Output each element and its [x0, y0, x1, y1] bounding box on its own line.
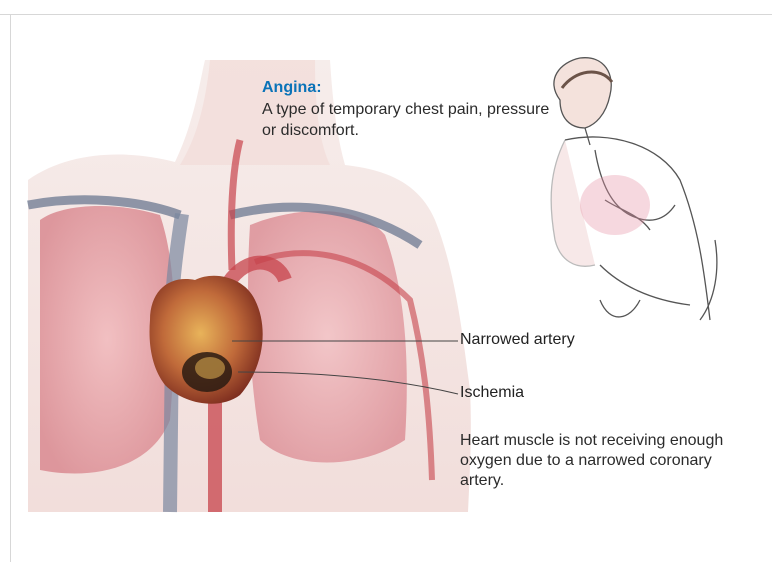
ischemia-highlight — [195, 357, 225, 379]
right-lung — [248, 211, 407, 462]
angina-description: A type of temporary chest pain, pressure… — [262, 99, 552, 141]
narrowed-artery-label: Narrowed artery — [460, 331, 575, 349]
ischemia-note: Heart muscle is not receiving enough oxy… — [460, 431, 760, 491]
man-chest-redness — [580, 175, 650, 235]
angina-title: Angina: — [262, 79, 322, 97]
ischemia-label: Ischemia — [460, 384, 524, 402]
